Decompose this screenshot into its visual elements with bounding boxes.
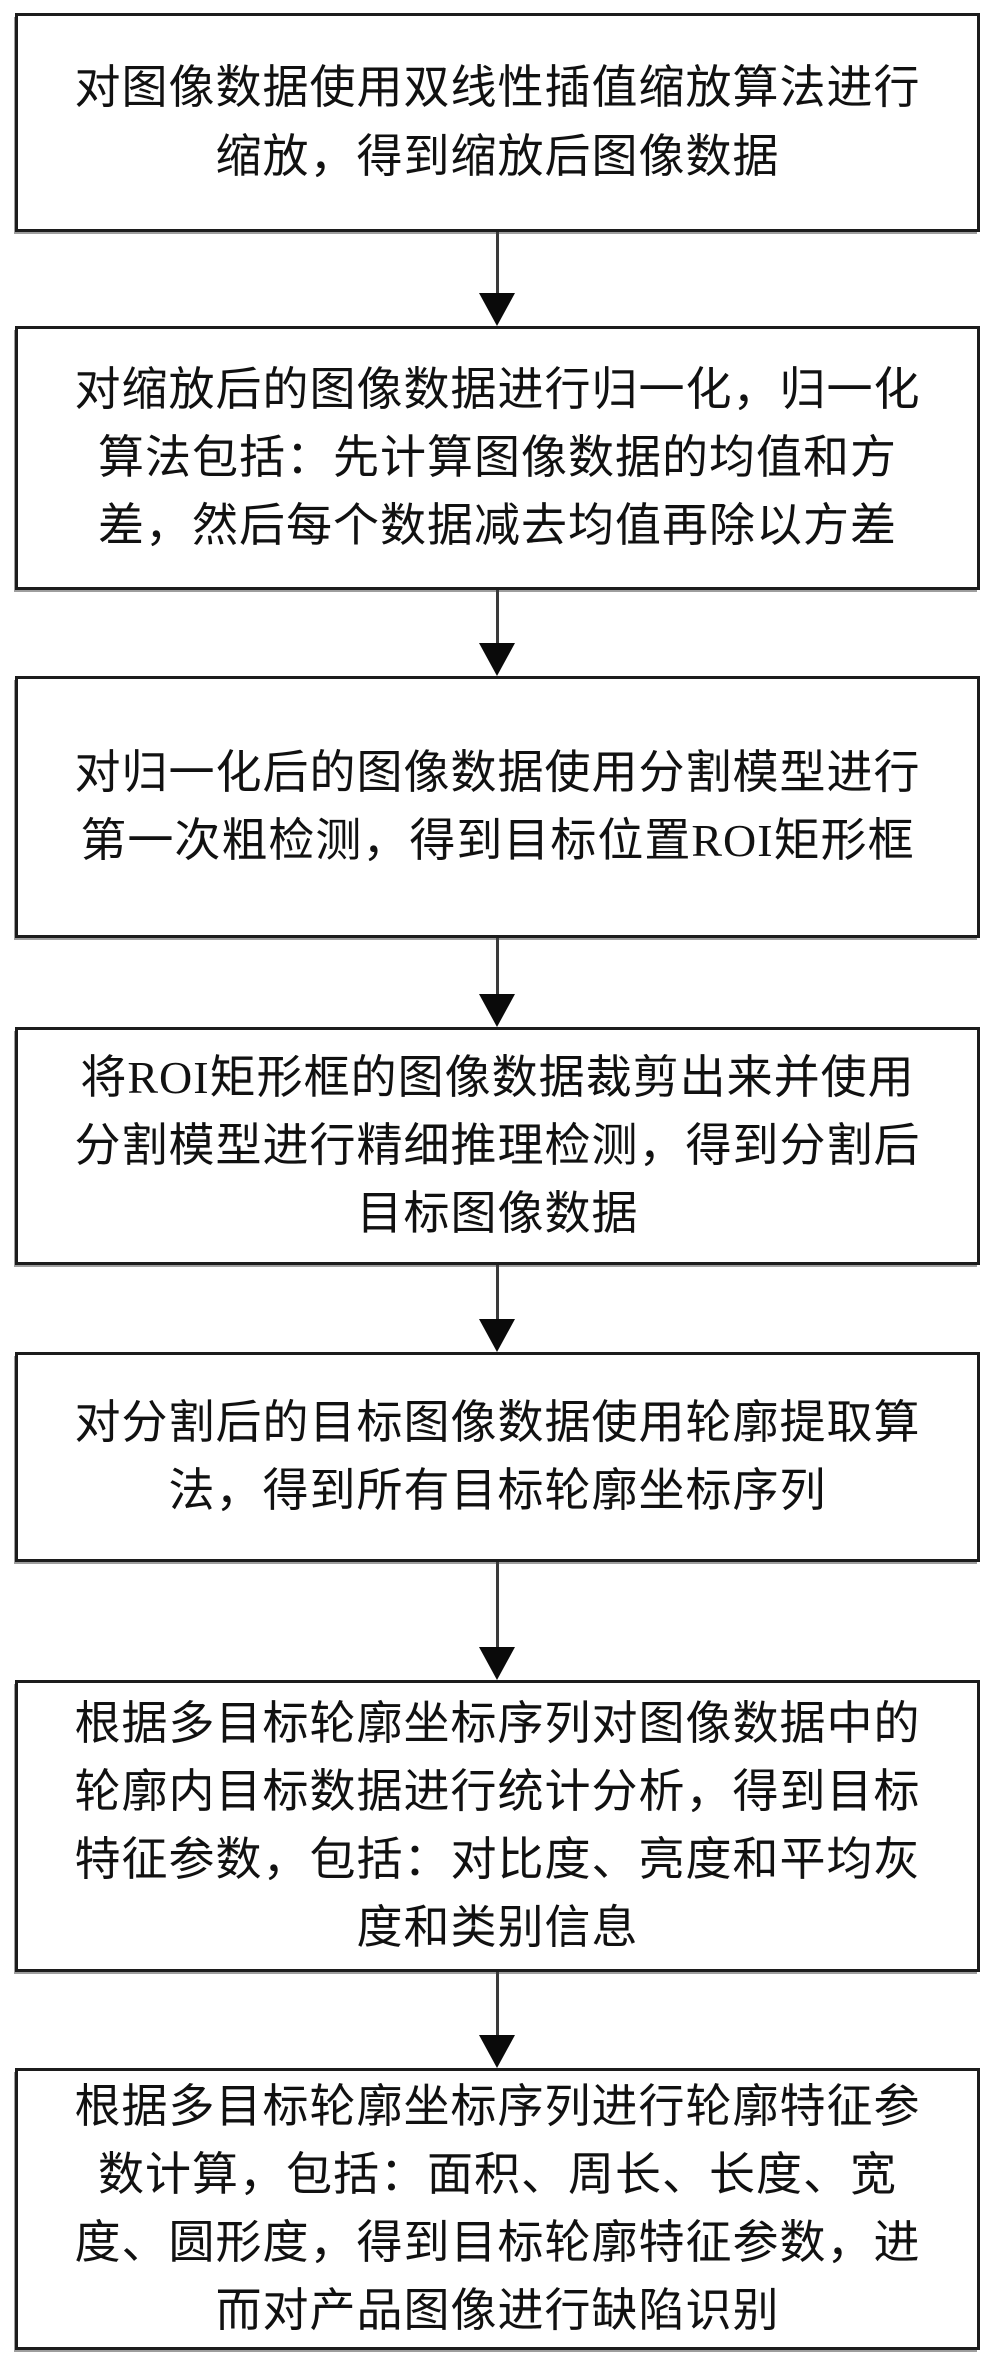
flow-step-7-text: 根据多目标轮廓坐标序列进行轮廓特征参数计算，包括：面积、周长、长度、宽度、圆形度… (74, 2080, 921, 2337)
arrow-line (495, 590, 499, 643)
flow-step-7: 根据多目标轮廓坐标序列进行轮廓特征参数计算，包括：面积、周长、长度、宽度、圆形度… (15, 2068, 980, 2350)
flow-arrow-4 (479, 1265, 515, 1352)
flow-step-5: 对分割后的目标图像数据使用轮廓提取算法，得到所有目标轮廓坐标序列 (15, 1352, 980, 1562)
flow-step-3-text: 对归一化后的图像数据使用分割模型进行第一次粗检测，得到目标位置ROI矩形框 (74, 746, 921, 866)
flow-arrow-5 (479, 1562, 515, 1680)
flow-step-5-text: 对分割后的目标图像数据使用轮廓提取算法，得到所有目标轮廓坐标序列 (74, 1396, 921, 1516)
flow-arrow-6 (479, 1972, 515, 2068)
flow-step-2: 对缩放后的图像数据进行归一化，归一化算法包括：先计算图像数据的均值和方差，然后每… (15, 326, 980, 590)
flow-step-4-text: 将ROI矩形框的图像数据裁剪出来并使用分割模型进行精细推理检测，得到分割后目标图… (74, 1051, 921, 1240)
arrow-down-icon (479, 2035, 515, 2068)
flow-step-2-text: 对缩放后的图像数据进行归一化，归一化算法包括：先计算图像数据的均值和方差，然后每… (74, 363, 921, 552)
arrow-down-icon (479, 1647, 515, 1680)
flow-step-1: 对图像数据使用双线性插值缩放算法进行缩放，得到缩放后图像数据 (15, 13, 980, 232)
arrow-line (495, 1972, 499, 2035)
arrow-line (495, 938, 499, 994)
arrow-line (495, 232, 499, 293)
flow-arrow-1 (479, 232, 515, 326)
flow-step-1-text: 对图像数据使用双线性插值缩放算法进行缩放，得到缩放后图像数据 (74, 62, 921, 182)
flow-step-6: 根据多目标轮廓坐标序列对图像数据中的轮廓内目标数据进行统计分析，得到目标特征参数… (15, 1680, 980, 1972)
flow-step-3: 对归一化后的图像数据使用分割模型进行第一次粗检测，得到目标位置ROI矩形框 (15, 676, 980, 938)
flow-step-4: 将ROI矩形框的图像数据裁剪出来并使用分割模型进行精细推理检测，得到分割后目标图… (15, 1027, 980, 1265)
arrow-line (495, 1562, 499, 1647)
arrow-down-icon (479, 1319, 515, 1352)
flow-arrow-3 (479, 938, 515, 1027)
flow-step-6-text: 根据多目标轮廓坐标序列对图像数据中的轮廓内目标数据进行统计分析，得到目标特征参数… (74, 1697, 921, 1954)
arrow-down-icon (479, 293, 515, 326)
flow-arrow-2 (479, 590, 515, 676)
arrow-down-icon (479, 994, 515, 1027)
arrow-down-icon (479, 643, 515, 676)
arrow-line (495, 1265, 499, 1319)
